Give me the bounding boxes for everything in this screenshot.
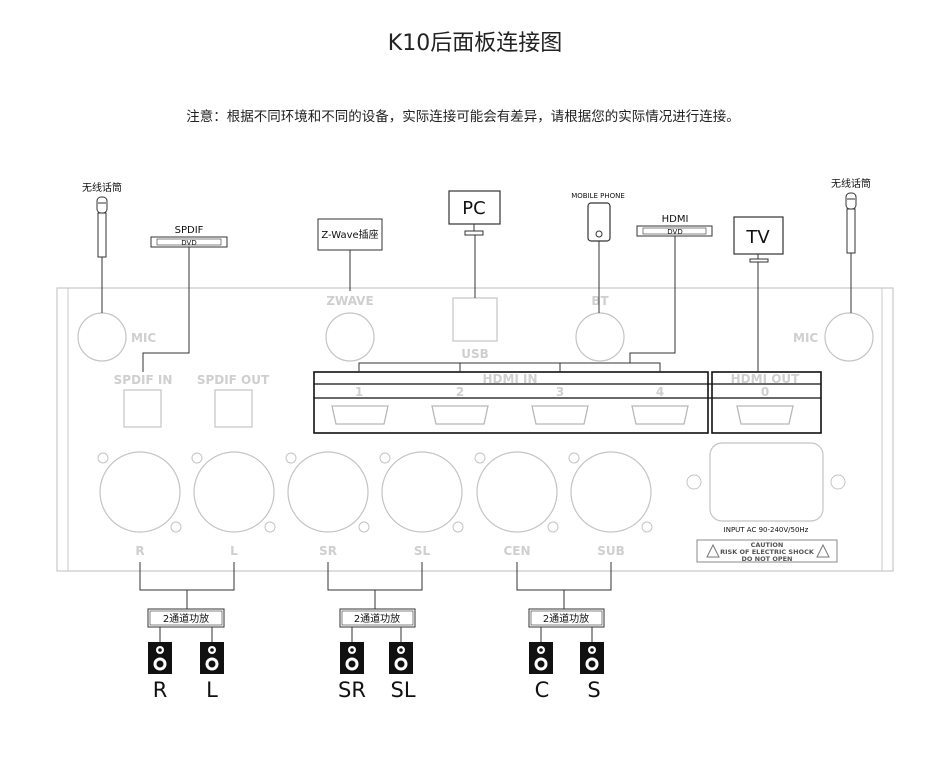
hdmi-num-0: 0 — [761, 385, 769, 399]
hdmi-in-port-1 — [331, 405, 389, 425]
mic-right-panel-label: MIC — [793, 331, 818, 345]
speaker-label-r: R — [153, 678, 168, 702]
amp-wiring — [139, 562, 612, 642]
amp-box — [528, 608, 605, 628]
hdmi-in-label: HDMI IN — [482, 372, 537, 386]
speaker-icon — [389, 642, 413, 674]
mic-right-icon — [845, 192, 857, 313]
speaker-icon — [200, 642, 224, 674]
zwave-device-box — [317, 218, 383, 251]
pc-label: PC — [462, 198, 485, 219]
page-title: K10后面板连接图 — [388, 31, 562, 56]
hdmi-device-label: HDMI — [662, 214, 689, 225]
spdif-in-port — [123, 389, 162, 428]
output-label-sr: SR — [319, 544, 337, 558]
hdmi-in-port-4 — [631, 405, 689, 425]
speaker-icon — [148, 642, 172, 674]
spdif-in-panel-label: SPDIF IN — [114, 373, 173, 387]
amp-box — [339, 608, 416, 628]
hdmi-in-port-3 — [531, 405, 589, 425]
warning-icon — [816, 543, 830, 558]
rear-panel — [56, 287, 894, 572]
spdif-device-label: SPDIF — [175, 225, 204, 236]
tv-label: TV — [745, 227, 770, 248]
hdmi-dvd-cable — [629, 236, 676, 363]
zwave-port — [325, 312, 375, 362]
caution-line-1: CAUTION — [751, 541, 784, 549]
hdmi-block: HDMI IN HDMI OUT 1 2 3 4 0 — [313, 371, 822, 434]
speaker-icon — [529, 642, 553, 674]
output-label-sub: SUB — [597, 544, 625, 558]
output-label-sl: SL — [414, 544, 431, 558]
hdmi-out-label: HDMI OUT — [731, 372, 801, 386]
spdif-dvd-tag: DVD — [181, 239, 196, 247]
mic-right-device-label: 无线话筒 — [831, 177, 871, 190]
hdmi-out-port-0 — [736, 405, 794, 425]
mobile-phone-icon — [587, 202, 611, 242]
output-label-l: L — [230, 544, 238, 558]
bt-panel-label: BT — [591, 294, 609, 308]
zwave-device-label: Z-Wave插座 — [321, 228, 378, 241]
mic-right-jack — [824, 312, 874, 362]
note-text: 注意：根据不同环境和不同的设备，实际连接可能会有差异，请根据您的实际情况进行连接… — [186, 108, 740, 125]
tv-icon — [733, 216, 784, 263]
mic-left-panel-label: MIC — [131, 331, 156, 345]
hdmi-num-3: 3 — [556, 385, 564, 399]
amp-label-2: 2通道功放 — [354, 612, 400, 625]
speaker-label-sl: SL — [390, 678, 415, 702]
speaker-label-c: C — [535, 678, 550, 702]
output-label-r: R — [135, 544, 144, 558]
pc-monitor-icon — [448, 190, 501, 236]
mic-left-icon — [96, 196, 108, 313]
amp-label-1: 2通道功放 — [163, 612, 209, 625]
warning-icon — [706, 543, 720, 558]
hdmi-in-port-2 — [431, 405, 489, 425]
speaker-label-l: L — [206, 678, 218, 702]
mic-left-device-label: 无线话筒 — [82, 181, 122, 194]
speaker-icon — [580, 642, 604, 674]
hdmi-num-1: 1 — [355, 385, 363, 399]
spdif-out-port — [214, 389, 253, 428]
spdif-out-panel-label: SPDIF OUT — [197, 373, 270, 387]
amp-label-3: 2通道功放 — [543, 612, 589, 625]
power-inlet — [686, 442, 846, 522]
speaker-icon — [340, 642, 364, 674]
power-label: INPUT AC 90-240V/50Hz — [724, 526, 809, 534]
bt-port — [575, 312, 625, 362]
hdmi-num-2: 2 — [456, 385, 464, 399]
caution-line-3: DO NOT OPEN — [741, 555, 792, 563]
amp-box — [147, 608, 225, 628]
output-jacks — [97, 451, 653, 533]
hdmi-dvd-tag: DVD — [667, 228, 682, 236]
hdmi-in-bus — [358, 362, 661, 372]
speaker-label-sr: SR — [338, 678, 366, 702]
hdmi-num-4: 4 — [656, 385, 664, 399]
speaker-label-s: S — [587, 678, 600, 702]
spdif-cable — [142, 247, 190, 372]
usb-panel-label: USB — [461, 347, 489, 361]
caution-line-2: RISK OF ELECTRIC SHOCK — [720, 548, 815, 556]
caution-label: CAUTION RISK OF ELECTRIC SHOCK DO NOT OP… — [696, 539, 838, 563]
phone-label: MOBILE PHONE — [571, 192, 625, 200]
zwave-panel-label: ZWAVE — [326, 294, 373, 308]
output-label-cen: CEN — [503, 544, 530, 558]
